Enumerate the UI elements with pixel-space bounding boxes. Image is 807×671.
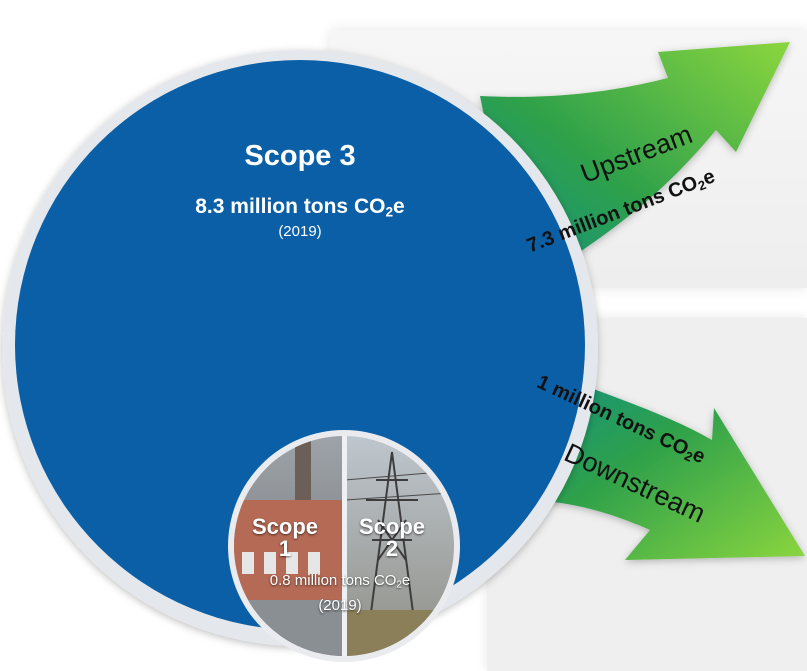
scope3-amount: 8.3 million tons CO2e (195, 195, 405, 220)
scope3-year: (2019) (278, 223, 322, 240)
scope12-year: (2019) (318, 597, 362, 614)
scope3-title: Scope 3 (244, 140, 356, 172)
scope12-amount: 0.8 million tons CO2e (269, 572, 411, 591)
